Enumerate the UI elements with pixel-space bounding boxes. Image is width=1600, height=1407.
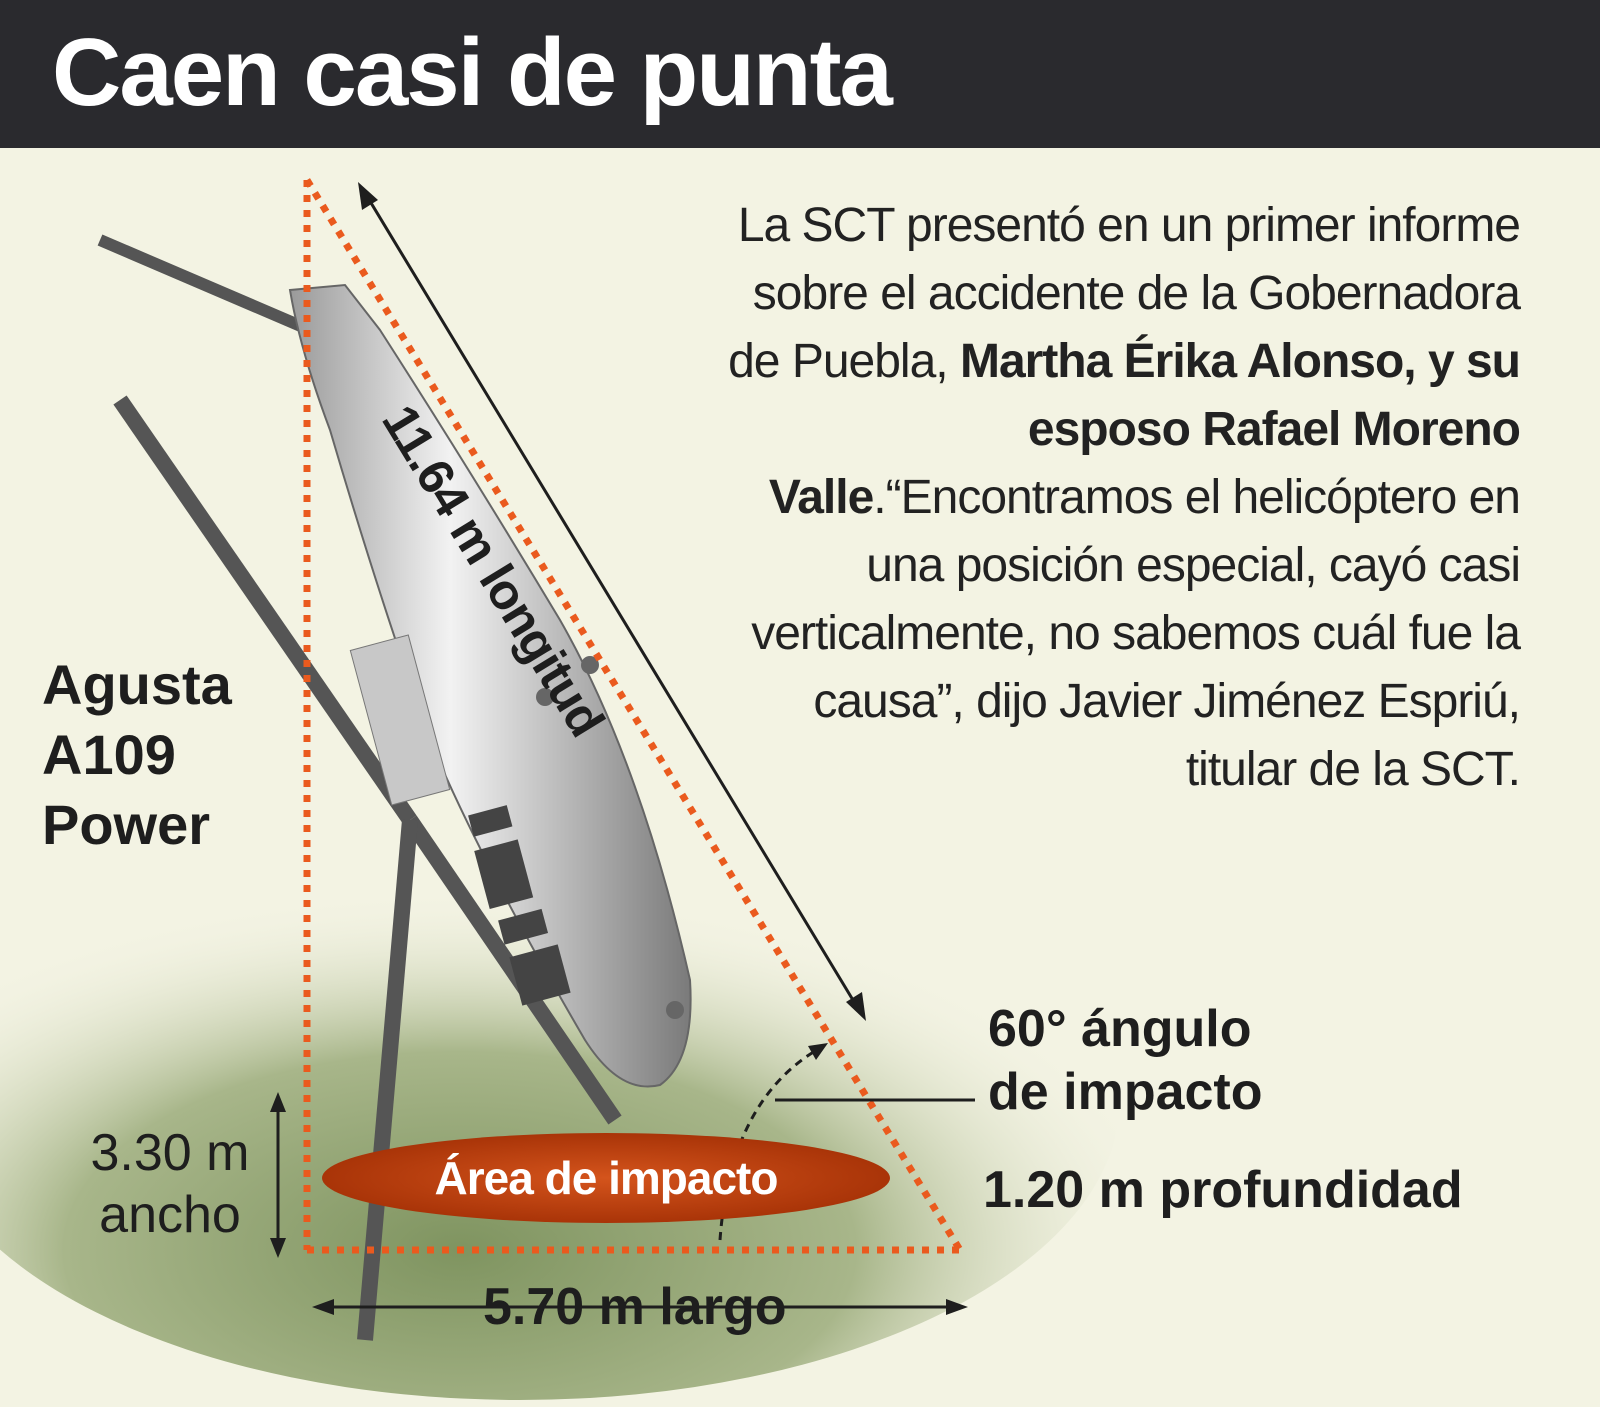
angle-label: 60° ángulo de impacto (988, 998, 1263, 1124)
article-quote: .“Encontramos el helicóptero en una posi… (751, 471, 1521, 796)
model-line: Agusta (42, 653, 232, 716)
model-line: A109 (42, 723, 176, 786)
impact-area-label: Área de impacto (434, 1152, 779, 1204)
length-arrow (358, 182, 866, 1021)
width-label: 3.30 m ancho (60, 1122, 280, 1246)
article-names: Martha Érika Alonso, y su esposo Rafael … (768, 335, 1521, 524)
article-intro: La SCT presentó en un primer informe sob… (728, 199, 1521, 388)
width-arrow (270, 1092, 286, 1258)
helicopter-model: Agusta A109 Power (42, 650, 232, 860)
angle-value: 60° ángulo (988, 1000, 1252, 1058)
helicopter-fuselage (288, 283, 692, 1088)
depth-label: 1.20 m profundidad (983, 1161, 1463, 1219)
article-text: La SCT presentó en un primer informe sob… (700, 192, 1521, 804)
model-line: Power (42, 793, 211, 856)
width-caption: ancho (99, 1186, 241, 1244)
angle-caption: de impacto (988, 1063, 1263, 1121)
header-bar: Caen casi de punta (0, 0, 1600, 148)
ground-length-label: 5.70 m largo (483, 1278, 787, 1336)
ground-length-arrow (312, 1299, 968, 1315)
width-value: 3.30 m (90, 1124, 250, 1182)
page-title: Caen casi de punta (52, 19, 893, 126)
impact-area-ellipse (322, 1133, 890, 1223)
dimension-triangle (303, 178, 963, 1254)
rotor-blades (97, 234, 622, 1341)
